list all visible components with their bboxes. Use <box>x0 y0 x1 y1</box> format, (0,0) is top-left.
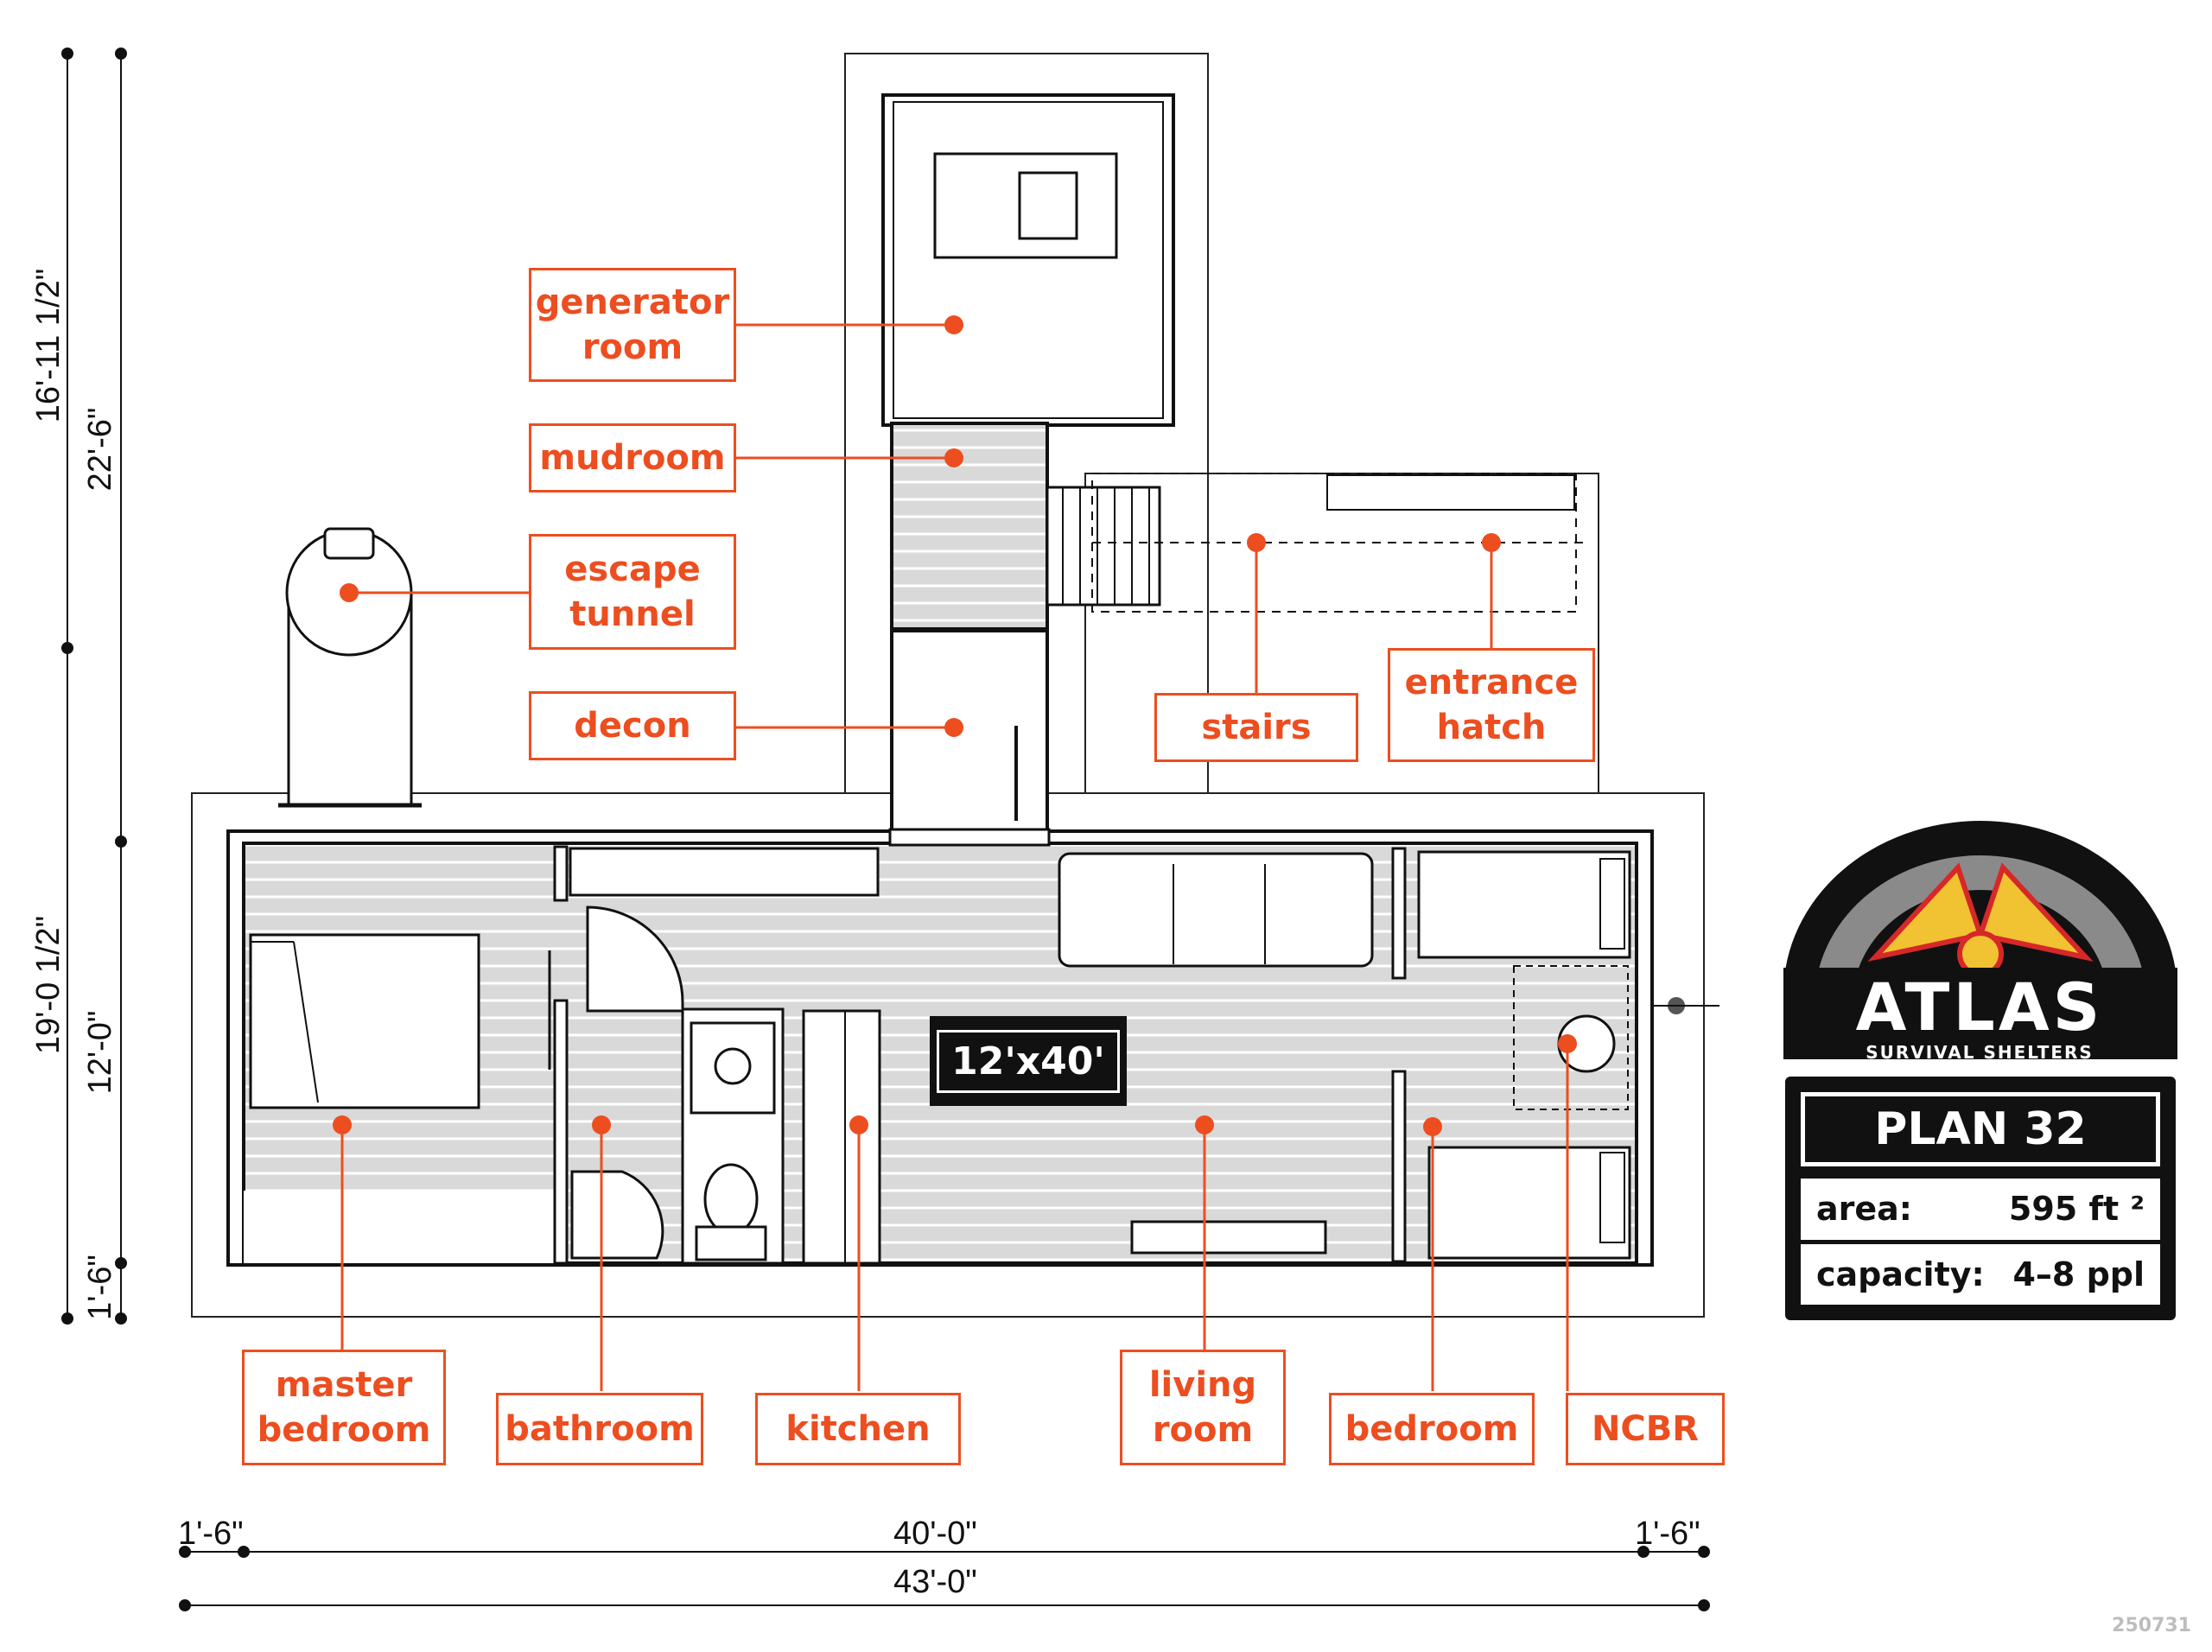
escape-tunnel <box>278 527 422 808</box>
leader-dots <box>333 315 1577 1136</box>
atlas-logo-graphic <box>1783 821 2177 1059</box>
capacity-label: capacity: <box>1816 1255 1985 1293</box>
dim-bottom-right: 1'-6" <box>1635 1515 1700 1552</box>
capacity-value: 4–8 ppl <box>2012 1255 2145 1293</box>
stairs-and-hatch <box>1046 473 1590 613</box>
dim-left-inner-mid: 12'-0" <box>82 1010 118 1095</box>
dim-left-inner-bottom: 1'-6" <box>82 1255 118 1320</box>
area-value: 595 ft ² <box>2008 1190 2145 1229</box>
label-stairs: stairs <box>1154 693 1358 762</box>
label-decon: decon <box>529 691 736 760</box>
plan-spec-rows: area: 595 ft ² capacity: 4–8 ppl <box>1801 1179 2160 1305</box>
shelter-size-tag: 12'x40' <box>930 1016 1127 1106</box>
shelter-size-label: 12'x40' <box>937 1029 1120 1093</box>
dim-left-outer-bottom: 19'-0 1/2" <box>30 915 67 1055</box>
label-mudroom: mudroom <box>529 423 736 492</box>
dim-bottom-mid: 40'-0" <box>893 1515 977 1552</box>
dim-bottom-left: 1'-6" <box>178 1515 244 1552</box>
spec-row-capacity: capacity: 4–8 ppl <box>1801 1239 2160 1306</box>
label-ncbr: NCBR <box>1566 1393 1725 1465</box>
atlas-logo-name: ATLAS <box>1855 969 2104 1045</box>
plan-title: PLAN 32 <box>1801 1092 2160 1166</box>
vertical-stack <box>881 93 1175 847</box>
spec-row-area: area: 595 ft ² <box>1801 1179 2160 1240</box>
atlas-logo-tagline: SURVIVAL SHELTERS <box>1866 1042 2094 1063</box>
label-bedroom: bedroom <box>1329 1393 1535 1465</box>
label-bathroom: bathroom <box>496 1393 703 1465</box>
area-label: area: <box>1816 1190 1912 1229</box>
dim-left-inner-top: 22'-6" <box>82 407 118 492</box>
label-kitchen: kitchen <box>755 1393 961 1465</box>
plan-spec-card: PLAN 32 area: 595 ft ² capacity: 4–8 ppl <box>1785 1077 2176 1320</box>
dim-bottom-total: 43'-0" <box>893 1564 977 1600</box>
dim-left-outer-top: 16'-11 1/2" <box>30 268 67 423</box>
dimension-lines <box>61 48 1710 1611</box>
image-id: 250731 <box>2112 1615 2191 1636</box>
